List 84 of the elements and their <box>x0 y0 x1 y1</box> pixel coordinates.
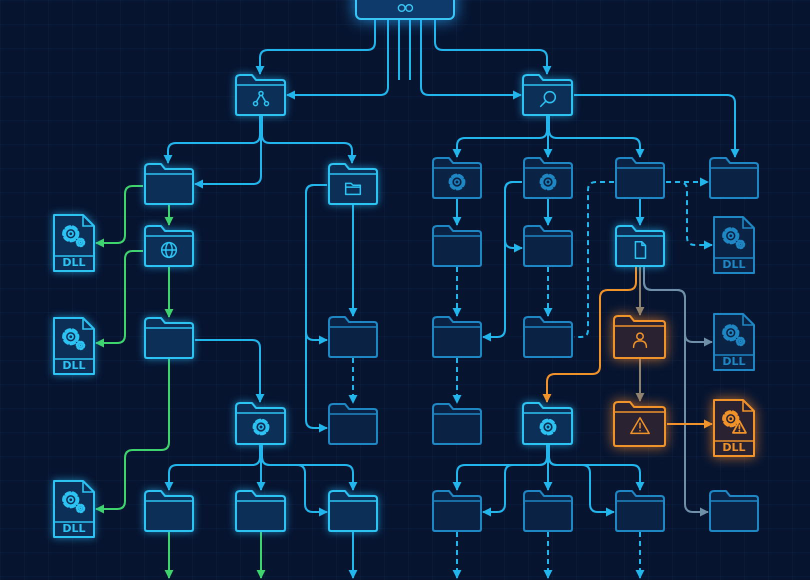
folder <box>234 490 287 532</box>
arrow <box>544 532 552 579</box>
folder <box>614 225 666 267</box>
folder <box>327 163 379 205</box>
file-type-label: DLL <box>721 258 747 272</box>
file-type-label: DLL <box>721 355 747 369</box>
folder <box>431 403 483 445</box>
folder <box>708 490 760 532</box>
connector-line <box>409 20 411 80</box>
folder <box>522 225 574 267</box>
folder <box>143 163 195 205</box>
arrow <box>452 358 462 404</box>
dll-file <box>712 312 756 372</box>
arrow <box>348 532 358 579</box>
arrow <box>544 116 552 158</box>
folder <box>431 490 483 532</box>
arrow <box>164 267 174 318</box>
arrow <box>636 267 644 316</box>
arrow <box>434 20 552 75</box>
folder <box>143 225 195 267</box>
folder <box>431 225 483 267</box>
arrow <box>667 420 713 428</box>
arrow <box>261 116 356 164</box>
folder <box>522 490 574 532</box>
arrow <box>666 181 713 250</box>
folder <box>521 402 574 445</box>
arrow <box>542 267 637 403</box>
folder <box>612 401 667 447</box>
arrow <box>194 116 262 188</box>
arrow <box>305 184 328 432</box>
folder <box>234 74 287 116</box>
dll-file <box>712 398 756 458</box>
folder <box>234 402 287 445</box>
file-type-label: DLL <box>61 359 87 373</box>
folder <box>522 316 574 358</box>
dll-file <box>52 213 96 273</box>
folder <box>522 157 574 199</box>
arrow <box>544 199 552 226</box>
arrow <box>195 339 264 403</box>
arrow <box>256 20 376 75</box>
arrow <box>256 532 266 579</box>
folder <box>143 317 195 359</box>
dll-file <box>712 215 756 275</box>
folder <box>327 490 379 532</box>
arrow <box>348 205 358 317</box>
arrow <box>95 185 143 248</box>
dll-file <box>52 316 96 376</box>
arrow <box>636 199 644 226</box>
arrow <box>548 116 644 158</box>
folder <box>612 315 667 359</box>
arrow <box>164 205 174 226</box>
arrow <box>420 20 522 100</box>
arrow <box>95 250 143 348</box>
arrow <box>636 532 644 579</box>
arrow <box>452 267 462 317</box>
file-type-label: DLL <box>61 256 87 270</box>
file-type-label: DLL <box>721 441 747 455</box>
arrow <box>256 445 266 491</box>
arrow <box>348 358 358 404</box>
dll-file <box>52 479 96 539</box>
arrow <box>482 181 522 342</box>
folder <box>327 316 379 358</box>
arrow <box>544 267 552 317</box>
folder <box>327 403 379 445</box>
arrow <box>452 116 548 158</box>
arrow <box>164 445 261 491</box>
folder <box>521 74 574 116</box>
arrow <box>164 532 174 579</box>
arrow <box>286 20 389 100</box>
arrow <box>636 359 644 402</box>
arrow <box>643 267 709 516</box>
arrow <box>452 532 462 579</box>
folder <box>143 490 195 532</box>
arrow <box>95 359 170 514</box>
folder <box>431 157 483 199</box>
arrow <box>574 94 740 158</box>
folder <box>708 157 760 199</box>
folder <box>614 490 666 532</box>
folder <box>614 157 666 199</box>
arrow <box>164 116 261 164</box>
folder <box>431 316 483 358</box>
file-type-label: DLL <box>61 522 87 536</box>
arrow <box>452 199 462 226</box>
connector-line <box>398 20 400 80</box>
